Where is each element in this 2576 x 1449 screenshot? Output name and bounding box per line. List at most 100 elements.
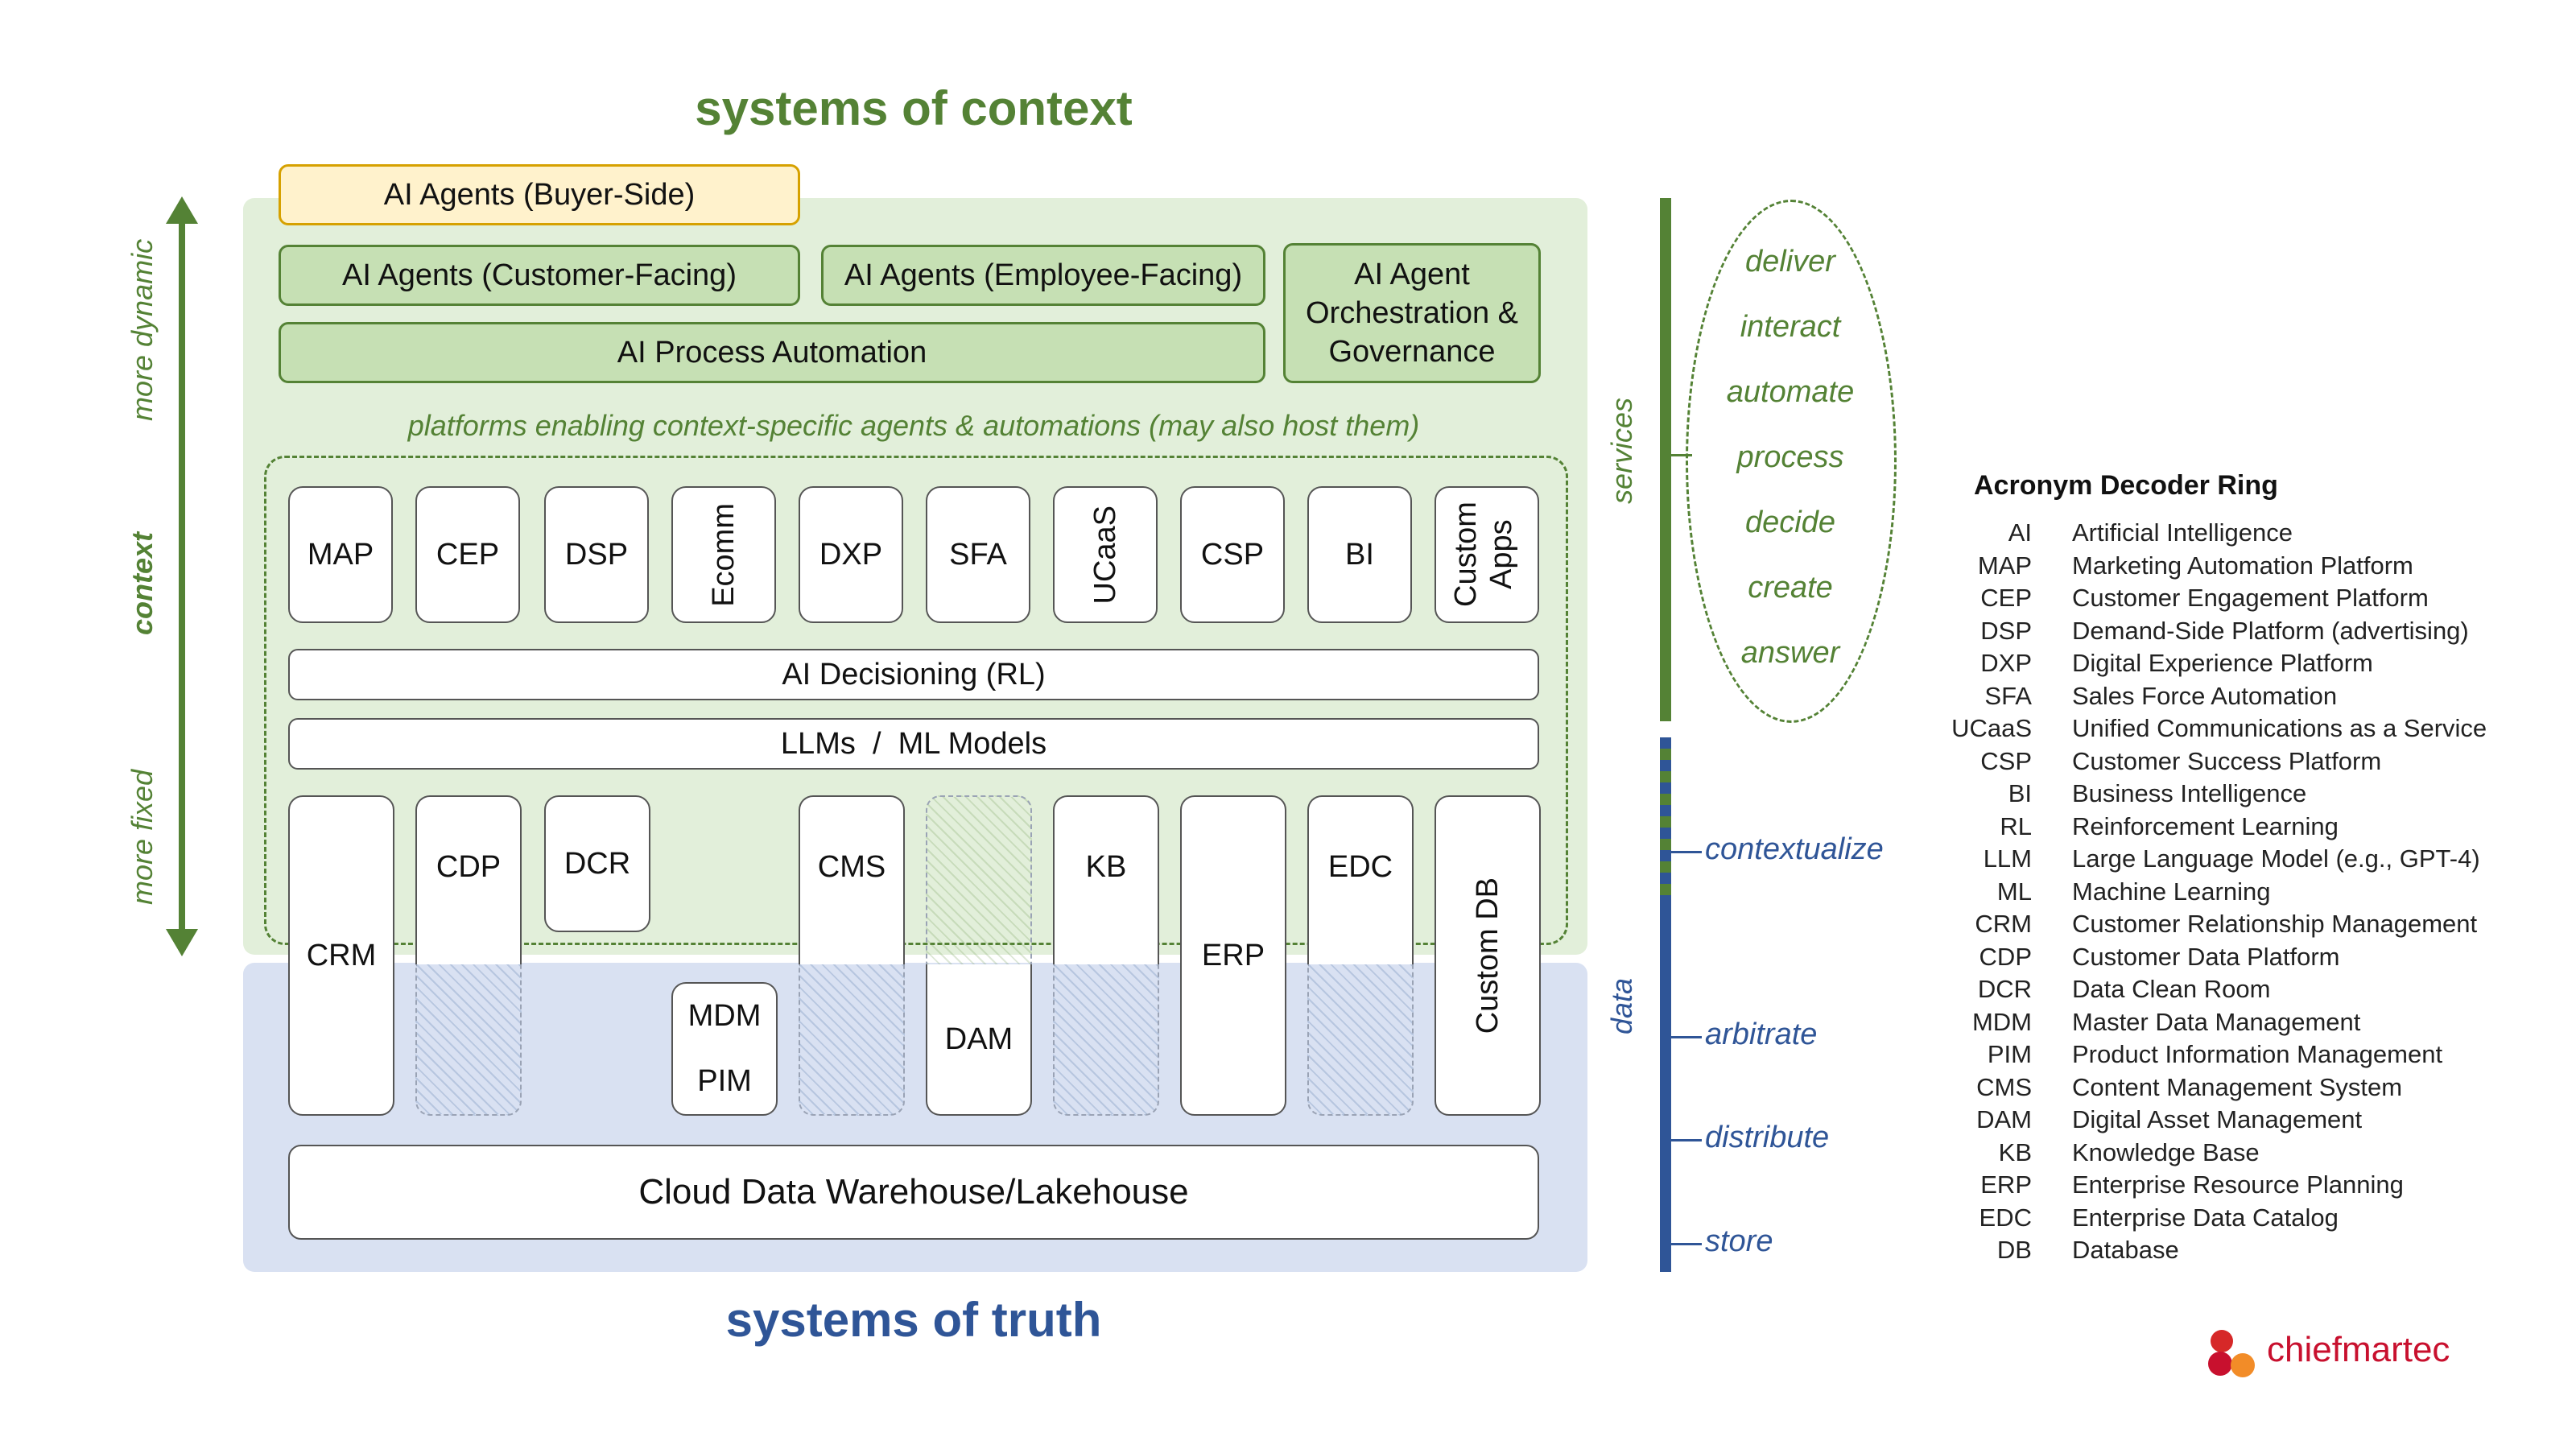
legend-abbr: CMS [1976,1072,2032,1101]
data-tick-distribute [1671,1139,1702,1141]
legend-definition: Enterprise Resource Planning [2072,1170,2404,1199]
legend-item: ML Machine Learning [1964,877,2544,910]
platform-ecomm: Ecomm [671,486,776,623]
service-verb-process: process [1736,440,1844,474]
legend-abbr: EDC [1979,1203,2032,1232]
custom-db-label: Custom DB [1471,877,1505,1034]
legend-definition: Customer Success Platform [2072,746,2382,775]
legend-abbr: CEP [1980,584,2032,612]
platform-ucaas: UCaaS [1053,486,1158,623]
legend-definition: Product Information Management [2072,1040,2443,1068]
ai-agents-customer-facing: AI Agents (Customer-Facing) [279,245,800,306]
kb-truth-extension [1053,964,1159,1116]
legend-definition: Master Data Management [2072,1007,2361,1036]
legend-definition: Demand-Side Platform (advertising) [2072,616,2469,645]
service-verb-deliver: deliver [1745,245,1835,279]
service-verb-answer: answer [1740,636,1840,670]
legend-abbr: DSP [1980,616,2032,645]
legend-definition: Customer Relationship Management [2072,910,2478,938]
legend-abbr: RL [2000,811,2032,840]
ai-agent-orchestration-governance: AI Agent Orchestration & Governance [1283,243,1541,383]
platforms-caption: platforms enabling context-specific agen… [407,409,1420,442]
data-bar [1660,737,1671,1272]
legend-item: KB Knowledge Base [1964,1138,2544,1170]
legend-abbr: ML [1996,877,2032,906]
legend-definition: Reinforcement Learning [2072,811,2339,840]
legend-abbr: DCR [1977,975,2032,1003]
cdp-truth-extension [415,964,522,1116]
cms-truth-extension [799,964,905,1116]
ai-process-automation: AI Process Automation [279,322,1265,383]
more-fixed-label: more fixed [126,769,159,906]
data-verb-distribute: distribute [1705,1121,1830,1154]
legend-definition: Enterprise Data Catalog [2072,1203,2339,1232]
systems-of-truth-title: systems of truth [725,1293,1102,1347]
pim-label: PIM [697,1064,752,1098]
legend-definition: Business Intelligence [2072,779,2307,807]
crm-system: CRM [288,795,394,1116]
legend-definition: Content Management System [2072,1072,2403,1101]
legend-abbr: MAP [1977,551,2032,580]
legend-abbr: DXP [1980,649,2032,677]
legend-definition: Data Clean Room [2072,975,2271,1003]
data-tick-arbitrate [1671,1036,1702,1038]
dam-system: DAM [926,964,1032,1116]
kb-system: KB [1053,795,1159,964]
services-label: services [1605,397,1638,505]
platform-custom-apps: Custom Apps [1435,486,1539,623]
legend-item: DSP Demand-Side Platform (advertising) [1964,617,2544,649]
legend-abbr: KB [1998,1137,2032,1166]
platform-csp: CSP [1180,486,1285,623]
chiefmartec-logo-icon [2208,1330,2255,1377]
legend-item: PIM Product Information Management [1964,1040,2544,1072]
legend-definition: Customer Engagement Platform [2072,584,2429,612]
legend-item: EDC Enterprise Data Catalog [1964,1203,2544,1236]
chiefmartec-brand: chiefmartec [2267,1330,2450,1369]
service-verb-interact: interact [1740,310,1841,344]
data-tick-contextualize [1671,851,1702,853]
legend-definition: Unified Communications as a Service [2072,714,2487,742]
legend-definition: Machine Learning [2072,877,2271,906]
dynamic-fixed-arrow [166,196,198,956]
platform-sfa: SFA [926,486,1030,623]
cloud-data-warehouse: Cloud Data Warehouse/Lakehouse [288,1145,1539,1240]
dam-context-extension [926,795,1032,964]
dcr-system: DCR [544,795,650,932]
legend-definition: Marketing Automation Platform [2072,551,2413,580]
edc-truth-extension [1307,964,1414,1116]
platform-map: MAP [288,486,393,623]
legend-abbr: PIM [1987,1040,2032,1068]
legend-abbr: DB [1996,1236,2032,1264]
legend-definition: Knowledge Base [2072,1137,2260,1166]
ai-agents-employee-facing: AI Agents (Employee-Facing) [821,245,1265,306]
custom-db-system: Custom DB [1435,795,1541,1116]
legend-abbr: SFA [1984,681,2032,710]
data-verb-contextualize: contextualize [1705,832,1884,866]
data-verb-store: store [1705,1224,1773,1258]
systems-of-context-title: systems of context [695,81,1133,135]
platforms-container [264,456,1568,945]
service-verb-automate: automate [1726,375,1855,409]
legend-abbr: ERP [1980,1170,2032,1199]
legend-definition: Customer Data Platform [2072,942,2340,971]
mdm-pim-system: MDM PIM [671,982,778,1116]
legend-definition: Digital Asset Management [2072,1105,2363,1133]
legend-item: CDP Customer Data Platform [1964,943,2544,975]
llm-ml-models-layer: LLMs / ML Models [288,718,1539,770]
legend-item: RL Reinforcement Learning [1964,812,2544,844]
legend-item: CMS Content Management System [1964,1073,2544,1105]
legend-abbr: LLM [1983,844,2032,873]
legend-item: ERP Enterprise Resource Planning [1964,1170,2544,1203]
legend-abbr: CDP [1979,942,2032,971]
legend-abbr: AI [2008,518,2032,547]
platform-dsp: DSP [544,486,649,623]
service-verb-decide: decide [1745,506,1835,539]
legend-definition: Artificial Intelligence [2072,518,2293,547]
